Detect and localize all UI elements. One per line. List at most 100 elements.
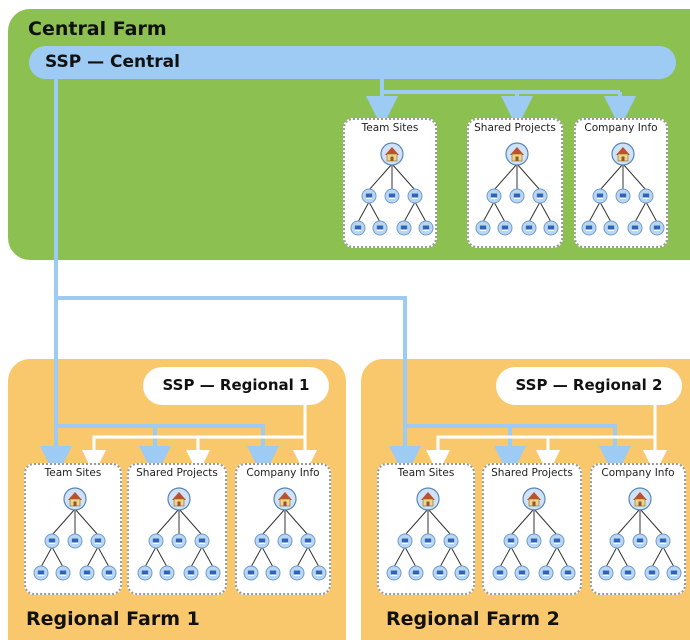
site-node-icon (492, 565, 508, 581)
home-icon (273, 487, 297, 511)
site-title: Company Info (601, 467, 675, 479)
tree-link (539, 201, 552, 223)
ssp-regional-1-pill: SSP — Regional 1 (143, 367, 329, 405)
site-tree-diagram (492, 487, 576, 581)
tree-link (393, 546, 406, 568)
tree-link (439, 546, 452, 568)
site-node-icon (509, 188, 525, 204)
site-node-icon (514, 565, 530, 581)
site-box-regional2-team-sites: Team Sites (377, 463, 475, 595)
site-title: Company Info (584, 122, 658, 134)
site-node-icon (408, 565, 424, 581)
ssp-central-label: SSP — Central (45, 52, 180, 72)
tree-link (516, 163, 541, 191)
site-node-icon (55, 565, 71, 581)
tree-link (368, 163, 393, 191)
tree-link (97, 546, 110, 568)
home-icon (416, 487, 440, 511)
site-node-icon (407, 188, 423, 204)
home-icon (167, 487, 191, 511)
site-node-icon (90, 533, 106, 549)
site-node-icon (420, 533, 436, 549)
site-node-icon (33, 565, 49, 581)
tree-link (528, 201, 541, 223)
site-node-icon (277, 533, 293, 549)
home-icon (611, 142, 635, 166)
site-node-icon (311, 565, 327, 581)
ssp-central-bar: SSP — Central (29, 46, 676, 79)
site-node-icon (598, 565, 614, 581)
site-node-icon (521, 220, 537, 236)
tree-link (556, 546, 569, 568)
site-node-icon (137, 565, 153, 581)
tree-link (427, 508, 452, 536)
tree-link (414, 201, 427, 223)
tree-link (391, 163, 416, 191)
tree-link (357, 201, 370, 223)
site-tree-diagram (386, 487, 470, 581)
site-node-icon (384, 188, 400, 204)
site-node-icon (649, 220, 665, 236)
site-node-icon (581, 220, 597, 236)
tree-link (482, 201, 495, 223)
tree-link (86, 546, 99, 568)
tree-link (651, 546, 664, 568)
tree-link (499, 546, 512, 568)
tree-link (296, 546, 309, 568)
site-title: Team Sites (44, 467, 102, 479)
site-node-icon (243, 565, 259, 581)
site-node-icon (549, 533, 565, 549)
ssp-regional-2-pill: SSP — Regional 2 (496, 367, 682, 405)
site-node-icon (503, 533, 519, 549)
site-node-icon (148, 533, 164, 549)
site-tree-diagram (243, 487, 327, 581)
site-box-regional1-team-sites: Team Sites (24, 463, 122, 595)
site-node-icon (560, 565, 576, 581)
tree-link (250, 546, 263, 568)
tree-link (190, 546, 203, 568)
site-node-icon (609, 533, 625, 549)
site-node-icon (526, 533, 542, 549)
site-node-icon (644, 565, 660, 581)
site-tree-diagram (137, 487, 221, 581)
site-tree-diagram (598, 487, 682, 581)
regional-farm-2-title: Regional Farm 2 (386, 608, 560, 630)
site-box-central-shared-projects: Shared Projects (467, 118, 563, 248)
site-title: Shared Projects (136, 467, 218, 479)
site-node-icon (44, 533, 60, 549)
tree-link (261, 508, 286, 536)
site-node-icon (418, 220, 434, 236)
tree-link (404, 508, 429, 536)
site-box-regional1-shared-projects: Shared Projects (127, 463, 227, 595)
tree-link (155, 546, 168, 568)
tree-link (616, 546, 629, 568)
tree-link (533, 508, 558, 536)
tree-link (403, 201, 416, 223)
site-node-icon (396, 220, 412, 236)
site-node-icon (538, 565, 554, 581)
site-node-icon (497, 220, 513, 236)
site-node-icon (397, 533, 413, 549)
tree-link (510, 546, 523, 568)
tree-link (510, 508, 535, 536)
site-title: Team Sites (397, 467, 455, 479)
tree-link (605, 546, 618, 568)
site-node-icon (543, 220, 559, 236)
tree-link (40, 546, 53, 568)
tree-link (178, 508, 203, 536)
site-node-icon (432, 565, 448, 581)
site-title: Shared Projects (491, 467, 573, 479)
home-icon (380, 142, 404, 166)
site-node-icon (79, 565, 95, 581)
tree-link (144, 546, 157, 568)
site-node-icon (486, 188, 502, 204)
site-node-icon (603, 220, 619, 236)
tree-link (261, 546, 274, 568)
tree-link (404, 546, 417, 568)
site-tree-diagram (350, 142, 434, 236)
tree-link (634, 201, 647, 223)
site-node-icon (620, 565, 636, 581)
site-box-regional2-company-info: Company Info (590, 463, 686, 595)
site-node-icon (627, 220, 643, 236)
site-box-regional1-company-info: Company Info (235, 463, 331, 595)
